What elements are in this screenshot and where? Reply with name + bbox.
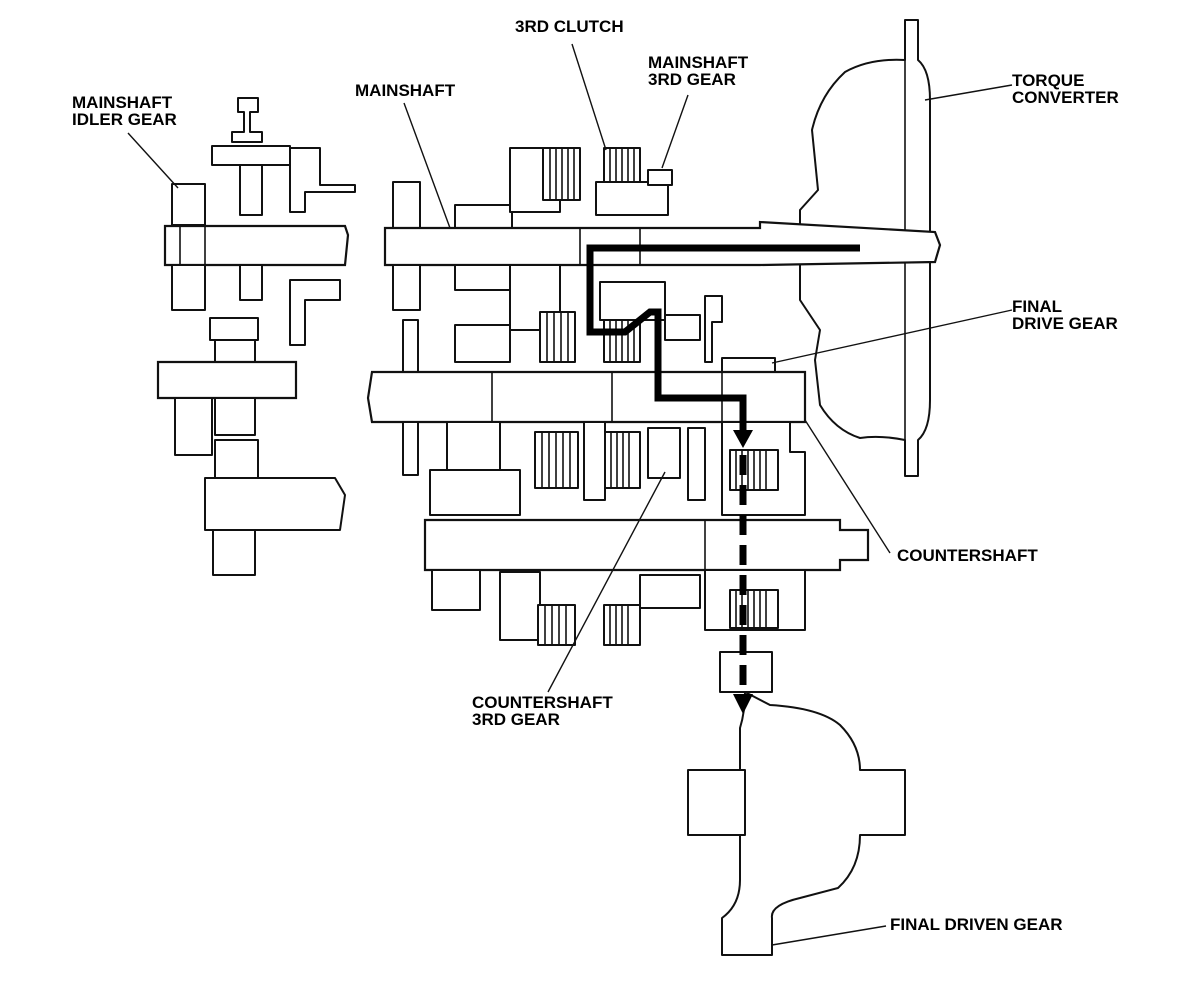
power-flow-path bbox=[586, 244, 860, 714]
leader-final-driven-gear bbox=[771, 925, 887, 946]
label-mainshaft: MAINSHAFT bbox=[355, 81, 456, 100]
leader-torque-converter bbox=[924, 84, 1013, 101]
power-flow-arrowhead-lower bbox=[733, 694, 753, 714]
label-final-drive-gear-line2: DRIVE GEAR bbox=[1012, 314, 1118, 333]
power-flow-solid bbox=[586, 244, 860, 432]
label-countershaft: COUNTERSHAFT bbox=[897, 546, 1038, 565]
mainshaft-assembly bbox=[383, 147, 942, 363]
callout-labels: 3RD CLUTCH MAINSHAFT 3RD GEAR MAINSHAFT … bbox=[72, 17, 1119, 934]
leader-mainshaft bbox=[403, 102, 451, 229]
countershaft-assembly bbox=[366, 319, 807, 516]
label-mainshaft-idler-gear-line1: MAINSHAFT bbox=[72, 93, 173, 112]
differential-assembly bbox=[687, 651, 906, 956]
leader-mainshaft-idler-gear bbox=[127, 132, 179, 189]
label-final-driven-gear: FINAL DRIVEN GEAR bbox=[890, 915, 1063, 934]
label-torque-converter-line2: CONVERTER bbox=[1012, 88, 1119, 107]
mainshaft-idler-shaft-assembly bbox=[156, 97, 356, 576]
power-flow-arrowhead-upper bbox=[733, 430, 753, 448]
label-final-drive-gear-line1: FINAL bbox=[1012, 297, 1062, 316]
leader-countershaft-3rd-gear bbox=[547, 471, 666, 693]
secondary-shaft-assembly bbox=[423, 449, 870, 646]
leader-countershaft bbox=[804, 419, 891, 554]
label-mainshaft-3rd-gear-line2: 3RD GEAR bbox=[648, 70, 736, 89]
leader-mainshaft-3rd-gear bbox=[661, 94, 689, 169]
label-3rd-clutch: 3RD CLUTCH bbox=[515, 17, 624, 36]
label-countershaft-3rd-gear-line1: COUNTERSHAFT bbox=[472, 693, 613, 712]
label-mainshaft-3rd-gear-line1: MAINSHAFT bbox=[648, 53, 749, 72]
label-countershaft-3rd-gear-line2: 3RD GEAR bbox=[472, 710, 560, 729]
leader-final-drive-gear bbox=[771, 309, 1013, 364]
leader-3rd-clutch bbox=[571, 43, 607, 151]
leader-lines bbox=[127, 43, 1013, 946]
label-torque-converter-line1: TORQUE bbox=[1012, 71, 1084, 90]
label-mainshaft-idler-gear-line2: IDLER GEAR bbox=[72, 110, 177, 129]
